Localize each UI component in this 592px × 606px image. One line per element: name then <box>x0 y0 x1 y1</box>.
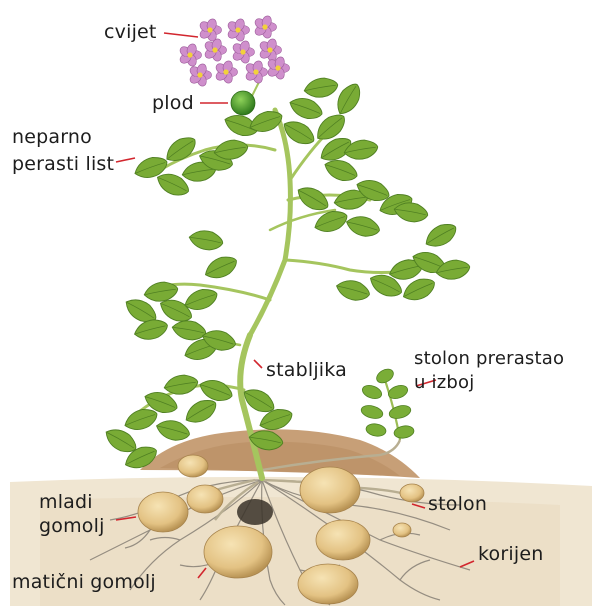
flower <box>231 40 254 65</box>
leaves <box>101 76 471 473</box>
tuber <box>178 455 208 477</box>
leaflet <box>202 252 241 283</box>
flower <box>214 60 237 85</box>
leader-line-stem <box>254 360 262 368</box>
leaflet <box>334 277 372 304</box>
leaflet <box>171 318 208 342</box>
label-young-tubers: mladi gomolj <box>39 490 105 538</box>
tuber <box>393 523 411 537</box>
leaflet <box>344 213 382 240</box>
tuber <box>300 467 360 513</box>
leader-line-leaf <box>116 158 135 162</box>
leaflet <box>287 94 325 123</box>
flower <box>188 63 211 88</box>
leaflet <box>312 207 350 236</box>
label-stem: stabljika <box>266 360 347 381</box>
label-fruit: plod <box>152 93 194 114</box>
label-mother-tuber: matični gomolj <box>12 572 156 593</box>
fruit-berry <box>231 91 255 115</box>
tuber <box>187 485 223 513</box>
leader-line-flower <box>164 33 198 37</box>
flower <box>226 18 249 43</box>
leaflet <box>421 219 460 252</box>
tuber <box>204 526 272 578</box>
label-flower: cvijet <box>104 22 157 43</box>
flower <box>178 43 201 68</box>
tuber <box>138 492 188 532</box>
tuber <box>298 564 358 604</box>
flower <box>198 18 221 43</box>
label-roots: korijen <box>478 544 543 565</box>
leaflet <box>154 417 192 444</box>
flower-cluster <box>178 15 289 88</box>
label-stolon-shoot: stolon prerastao u izboj <box>414 347 564 395</box>
flower <box>203 38 226 63</box>
leaflet <box>188 228 225 252</box>
tuber <box>316 520 370 560</box>
flower <box>253 15 276 40</box>
leaflet <box>162 132 201 167</box>
flower <box>244 60 267 85</box>
label-stolon: stolon <box>428 494 487 515</box>
tuber <box>400 484 424 502</box>
tuber-hollow <box>237 499 273 525</box>
stolon-shoot <box>360 366 415 440</box>
leaflet <box>132 316 170 343</box>
leaflet <box>303 76 340 100</box>
label-leaf: neparno perasti list <box>12 124 114 178</box>
